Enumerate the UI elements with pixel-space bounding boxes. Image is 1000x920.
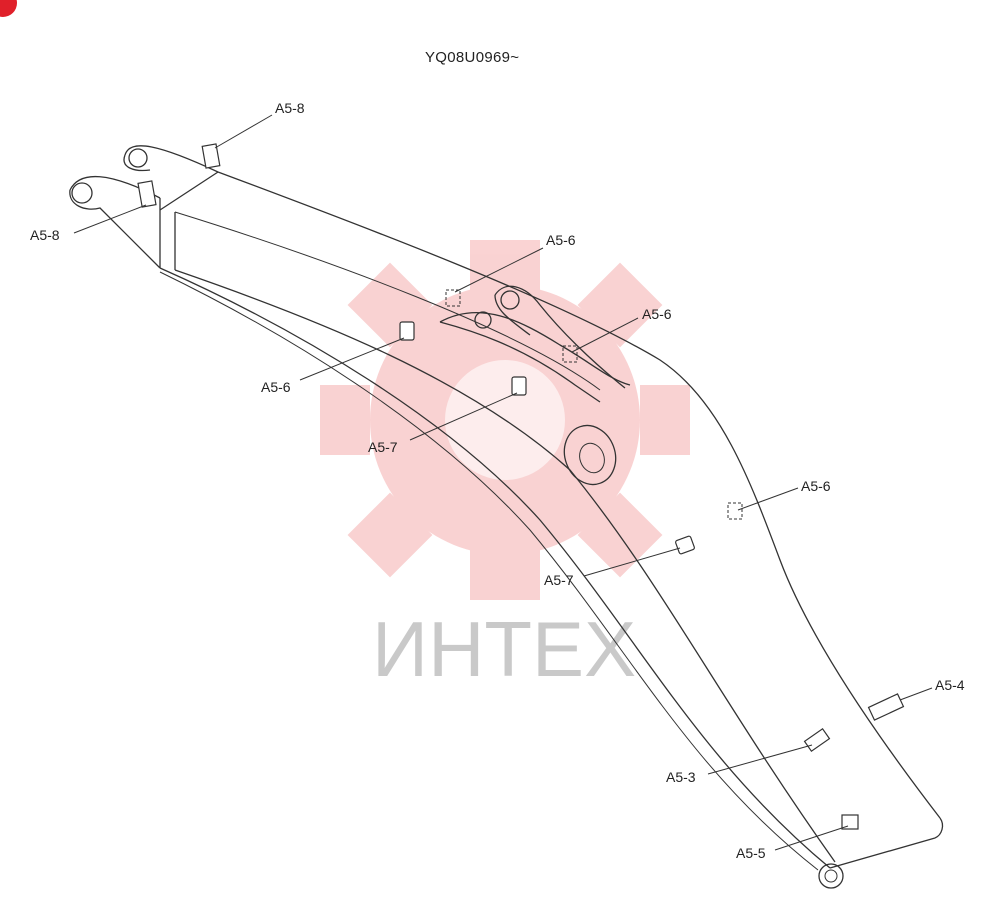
serial-number: YQ08U0969~ <box>425 49 519 66</box>
label-a53: A5-3 <box>666 769 696 785</box>
leader-a56-top <box>454 247 544 293</box>
label-a58-top: A5-8 <box>275 100 305 116</box>
leader-a56-right-upper <box>571 317 639 353</box>
leader-a56-right-lower <box>737 487 799 511</box>
leader-a58-top <box>214 114 273 149</box>
leader-a53 <box>707 744 813 775</box>
plate-a54 <box>867 693 905 721</box>
label-a56-right-upper: A5-6 <box>642 306 672 322</box>
leader-a58-left <box>73 204 147 234</box>
plate-a56-dashed-top <box>445 289 461 307</box>
plate-a55 <box>841 814 859 830</box>
corner-badge <box>0 0 17 17</box>
label-a56-top: A5-6 <box>546 232 576 248</box>
label-a56-left: A5-6 <box>261 379 291 395</box>
leader-a57-lower <box>583 547 681 577</box>
label-a55: A5-5 <box>736 845 766 861</box>
plate-a57-upper <box>511 376 527 396</box>
plate-a56-dashed-mid <box>562 345 578 363</box>
leader-a56-left <box>299 337 405 381</box>
leader-a57-upper <box>409 392 518 441</box>
label-a58-left: A5-8 <box>30 227 60 243</box>
plate-a53 <box>803 727 831 753</box>
label-a57-lower: A5-7 <box>544 572 574 588</box>
leader-a55 <box>774 825 849 851</box>
leader-a54 <box>899 687 933 701</box>
plate-a57-lower <box>675 535 695 555</box>
label-a54: A5-4 <box>935 677 965 693</box>
plate-a56-left <box>399 321 415 341</box>
label-a57-upper: A5-7 <box>368 439 398 455</box>
watermark-text: ИНТЕХ <box>372 605 636 693</box>
plate-a56-dashed-lower <box>727 502 743 520</box>
boom-outline <box>69 143 944 889</box>
label-a56-right-lower: A5-6 <box>801 478 831 494</box>
